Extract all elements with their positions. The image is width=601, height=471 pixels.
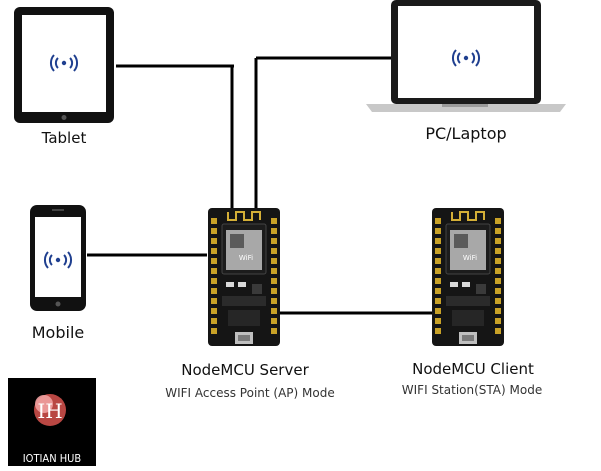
mobile-label: Mobile (31, 323, 85, 342)
iotian-hub-logo: IH IOTIAN HUB (8, 378, 96, 466)
laptop-label: PC/Laptop (425, 124, 507, 143)
laptop-device (366, 0, 566, 112)
logo-brand-text: IOTIAN HUB (23, 452, 82, 465)
tablet-label: Tablet (41, 129, 87, 147)
server-board-text: WiFi (239, 254, 253, 262)
tablet-device (14, 7, 114, 123)
server-title: NodeMCU Server (181, 361, 309, 379)
client-board-text: WiFi (463, 254, 477, 262)
client-mode: WIFI Station(STA) Mode (401, 383, 543, 397)
client-title: NodeMCU Client (412, 360, 534, 378)
mobile-device (30, 205, 86, 311)
connection-lines (87, 56, 432, 315)
nodemcu-server-board: WiFi (207, 207, 281, 347)
server-mode: WIFI Access Point (AP) Mode (165, 386, 335, 400)
nodemcu-client-board: WiFi (431, 207, 505, 347)
logo-monogram: IH (37, 399, 62, 423)
